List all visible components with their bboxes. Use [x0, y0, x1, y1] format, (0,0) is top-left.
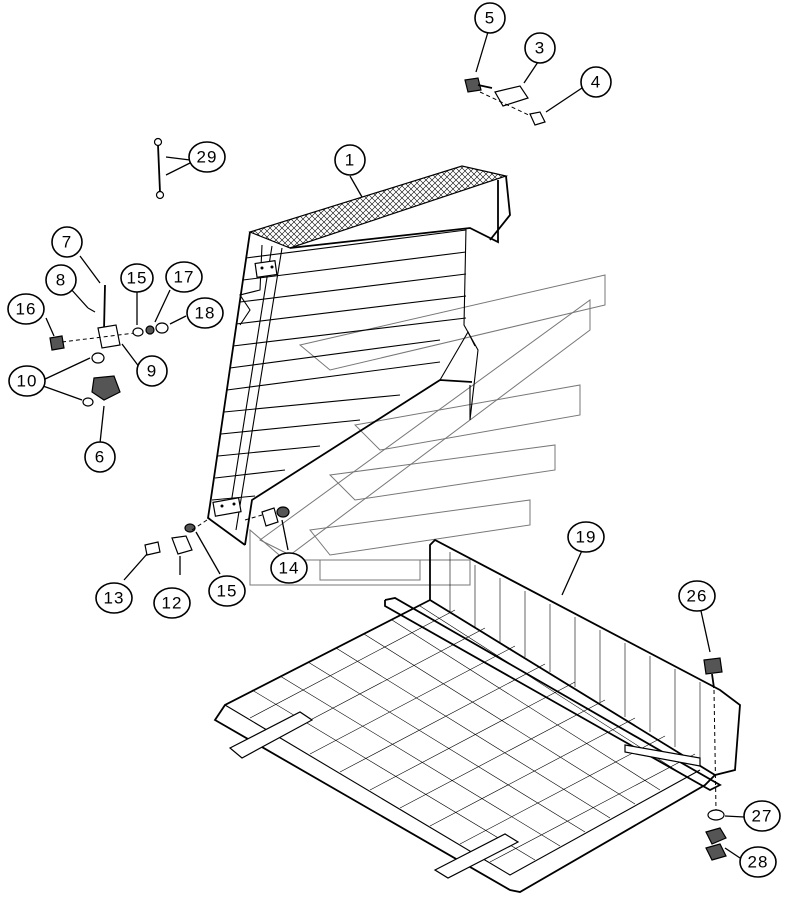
callout-13: 13 — [95, 582, 133, 614]
callout-7: 7 — [51, 226, 83, 258]
svg-text:17: 17 — [174, 268, 195, 287]
callout-17: 17 — [165, 261, 203, 293]
svg-text:1: 1 — [345, 151, 355, 170]
callout-15a: 15 — [120, 263, 154, 293]
svg-text:27: 27 — [752, 807, 773, 826]
svg-text:15: 15 — [127, 269, 148, 288]
upright-wire-guard — [207, 165, 511, 546]
callout-4: 4 — [580, 66, 612, 98]
callout-15b: 15 — [208, 575, 246, 607]
callout-3: 3 — [524, 32, 556, 64]
svg-text:26: 26 — [687, 587, 708, 606]
svg-text:8: 8 — [56, 271, 66, 290]
hinge-hardware-lower — [144, 506, 290, 556]
svg-text:15: 15 — [217, 582, 238, 601]
hinge-hardware-upper — [49, 284, 169, 407]
callout-12: 12 — [153, 587, 191, 619]
svg-text:7: 7 — [62, 233, 72, 252]
callout-27: 27 — [743, 800, 781, 832]
svg-text:16: 16 — [16, 300, 37, 319]
svg-text:9: 9 — [147, 362, 157, 381]
callout-29: 29 — [188, 141, 226, 173]
callout-10: 10 — [8, 365, 46, 397]
svg-text:5: 5 — [485, 9, 495, 28]
svg-text:13: 13 — [104, 589, 125, 608]
svg-text:18: 18 — [195, 304, 216, 323]
callout-9: 9 — [136, 355, 168, 387]
svg-text:10: 10 — [17, 372, 38, 391]
callout-5: 5 — [474, 2, 506, 34]
svg-text:3: 3 — [535, 39, 545, 58]
callout-14: 14 — [270, 552, 308, 584]
bracket-assembly — [464, 77, 546, 126]
svg-text:4: 4 — [591, 73, 601, 92]
callout-6: 6 — [84, 441, 116, 473]
bolt-washer-nut — [703, 657, 727, 861]
svg-text:14: 14 — [279, 559, 300, 578]
svg-text:28: 28 — [748, 853, 769, 872]
callout-18: 18 — [186, 297, 224, 329]
svg-text:6: 6 — [95, 448, 105, 467]
svg-text:12: 12 — [162, 594, 183, 613]
callout-8: 8 — [45, 264, 77, 296]
svg-text:29: 29 — [197, 148, 218, 167]
bottom-wire-tray — [213, 538, 741, 893]
callout-16: 16 — [7, 293, 45, 325]
rod-part-29 — [153, 137, 165, 200]
watermark-logo — [249, 274, 606, 586]
callout-19: 19 — [567, 521, 605, 553]
callout-26: 26 — [678, 580, 716, 612]
callout-1: 1 — [334, 144, 366, 176]
leader-lines — [42, 31, 745, 859]
callout-28: 28 — [739, 846, 777, 878]
svg-text:19: 19 — [576, 528, 597, 547]
